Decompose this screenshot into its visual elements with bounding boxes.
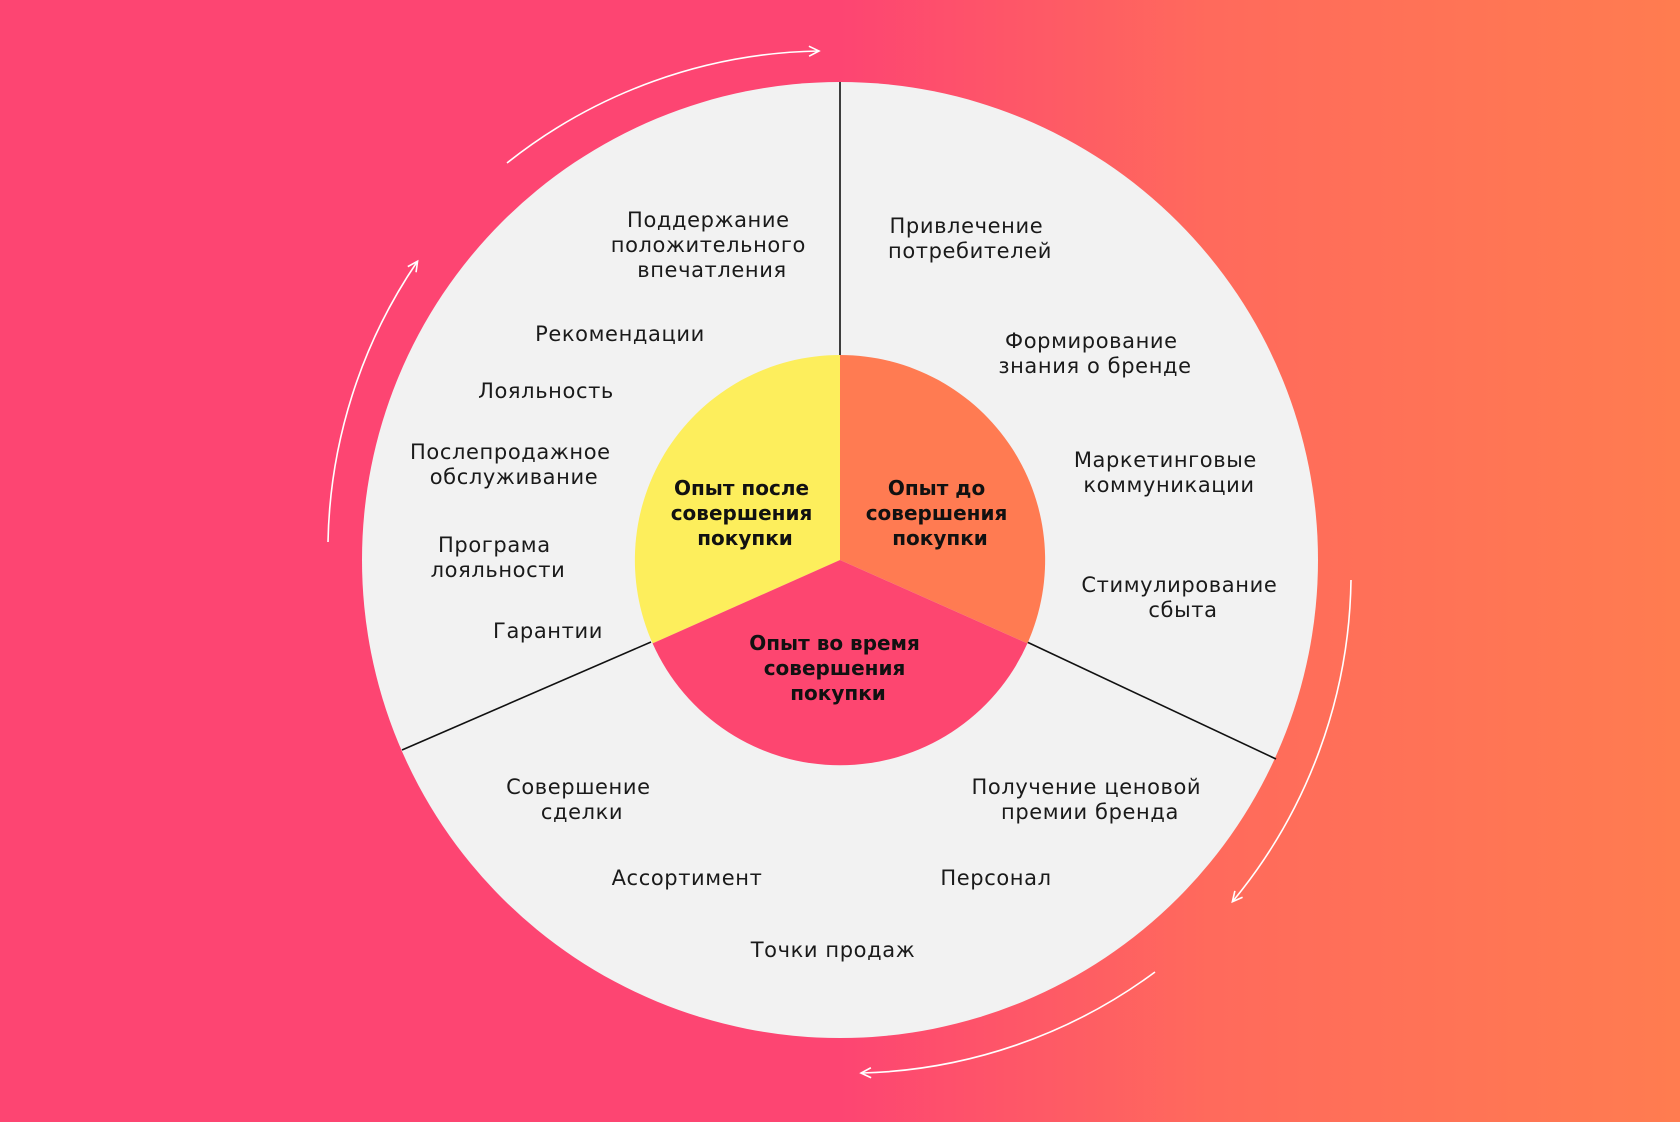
core-label-before: Опыт до совершения покупки [866,476,1015,550]
ring-item: Гарантии [493,619,603,643]
ring-item: Лояльность [478,379,614,403]
ring-item: Рекомендации [535,322,705,346]
ring-item: Поддержание положительного впечатления [611,208,814,282]
sector-dividers [401,82,1277,760]
ring-item: Персонал [940,866,1051,890]
ring-item: Точки продаж [750,938,916,962]
ring-item: Ассортимент [612,866,763,890]
ring-item: Програма лояльности [431,533,566,582]
during-purchase-items: Совершение сделки Ассортимент Точки прод… [506,775,1209,962]
core-label-after: Опыт после совершения покупки [671,476,820,550]
cycle-arrow-icon [506,45,821,164]
divider-right [1026,641,1277,760]
after-purchase-items: Поддержание положительного впечатления Р… [410,208,814,643]
ring-item: Стимулирование сбыта [1081,573,1284,622]
ring-item: Послепродажное обслуживание [410,440,618,489]
core-pie [634,354,1046,766]
cycle-arrow-icon [1231,579,1352,904]
cycle-arrow-icon [327,259,419,543]
ring-item: Маркетинговые коммуникации [1074,448,1264,497]
ring-item: Привлечение потребителей [888,214,1052,263]
cycle-arrows [327,45,1352,1079]
ring-item: Совершение сделки [506,775,658,824]
before-purchase-items: Привлечение потребителей Формирование зн… [888,214,1284,622]
core-sector-before-purchase [840,354,1046,644]
ring-item: Формирование знания о бренде [998,329,1191,378]
core-sector-after-purchase [634,354,840,644]
ring-item: Получение ценовой премии бренда [972,775,1209,824]
core-label-during: Опыт во время совершения покупки [749,631,927,705]
divider-left [401,641,652,751]
cycle-arrow-icon [859,971,1156,1079]
core-sector-during-purchase [652,560,1028,766]
